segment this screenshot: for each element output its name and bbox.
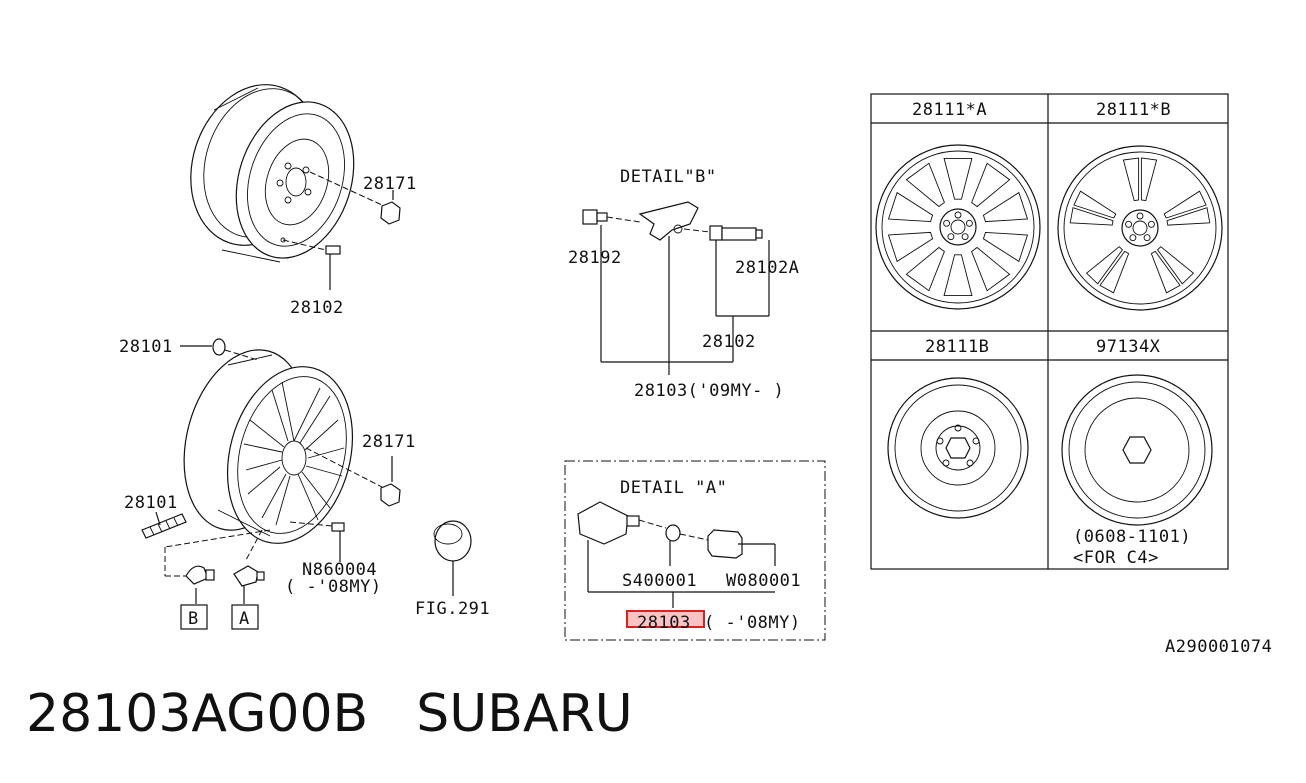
lug-hole xyxy=(1136,212,1144,220)
label-28101-left: 28101 xyxy=(124,493,178,513)
wheel-spoke-window xyxy=(905,246,945,292)
label-28102a: 28102A xyxy=(735,258,799,278)
detail-a-title: DETAIL "A" xyxy=(620,478,727,498)
table-header-97134x: 97134X xyxy=(1096,337,1161,357)
label-s400001: S400001 xyxy=(622,571,697,591)
label-28171-top: 28171 xyxy=(363,174,417,194)
callout-box-a xyxy=(231,604,259,630)
label-28103-detail-a-range: ( -'08MY) xyxy=(704,613,801,633)
o-ring-28101 xyxy=(180,338,259,361)
wheel-28111-b-icon xyxy=(1057,145,1223,311)
wheel-spoke-window xyxy=(887,191,934,223)
wheel-spoke-window xyxy=(1140,157,1158,202)
label-28103-detail-b: 28103('09MY- ) xyxy=(634,381,784,401)
table-header-28111b: 28111B xyxy=(925,337,989,357)
sensor-a-icon xyxy=(233,565,265,587)
wheel-spoke-window xyxy=(971,246,1011,292)
lug-hole xyxy=(943,219,951,227)
wheel-spoke-window xyxy=(1069,207,1114,226)
wheel-spoke-window xyxy=(1150,250,1181,294)
wheel-spoke-window xyxy=(1099,250,1130,294)
wheel-spoke-window xyxy=(971,162,1011,208)
detail-a-group xyxy=(564,460,826,641)
label-28102-top: 28102 xyxy=(290,298,344,318)
box-b-letter: B xyxy=(188,609,199,629)
highlight-28103 xyxy=(626,610,705,628)
wheel-spoke-window xyxy=(943,157,973,200)
lug-hole xyxy=(965,219,973,227)
wheel-spoke-window xyxy=(943,254,973,297)
detail-b-title: DETAIL"B" xyxy=(620,167,717,187)
label-28101-top: 28101 xyxy=(119,337,173,357)
wheel-spoke-window xyxy=(1122,157,1140,202)
lug-hole xyxy=(954,211,962,219)
valve-stem-top xyxy=(280,237,341,290)
wheel-spoke-window xyxy=(1073,190,1117,219)
detail-b-group xyxy=(582,201,770,375)
wheel-spoke-window xyxy=(887,231,934,263)
wheel-28111-a-icon xyxy=(875,144,1041,310)
label-n860004: N860004 xyxy=(302,560,377,580)
lug-hole xyxy=(1129,234,1137,242)
table-header-28111a: 28111*A xyxy=(912,100,987,120)
wheel-spoke-window xyxy=(1157,246,1195,285)
wheel-variant-table xyxy=(870,93,1229,570)
wheel-spoke-window xyxy=(1085,246,1123,285)
wheel-spoke-window xyxy=(905,162,945,208)
wheel-97134x-icon xyxy=(1061,374,1213,526)
part-number: 28103AG00B xyxy=(26,684,369,744)
wheel-spoke-window xyxy=(982,231,1029,263)
valve-stem-mid xyxy=(164,521,345,577)
lug-hole xyxy=(1125,220,1133,228)
steel-wheel-illustration xyxy=(190,84,355,263)
label-28103-detail-a: 28103 xyxy=(637,613,691,633)
reference-code: A290001074 xyxy=(1165,637,1272,657)
callout-box-b xyxy=(180,604,208,630)
label-28102-detail-b: 28102 xyxy=(702,332,756,352)
wheel-spoke-window xyxy=(1163,190,1207,219)
center-cap xyxy=(433,520,472,596)
lug-hole xyxy=(1143,234,1151,242)
lug-nut-mid xyxy=(305,447,401,507)
wheel-28111b-icon xyxy=(887,377,1029,519)
brand-name: SUBARU xyxy=(416,684,633,744)
wheel-spoke-window xyxy=(1166,207,1211,226)
lug-nut-top xyxy=(309,171,401,225)
sensor-b-icon xyxy=(185,565,215,585)
lug-hole xyxy=(1147,220,1155,228)
box-a-letter: A xyxy=(239,609,250,629)
detail-a-frame xyxy=(564,460,826,641)
wheel-spoke-window xyxy=(982,191,1029,223)
label-28192: 28192 xyxy=(568,248,622,268)
label-fig291: FIG.291 xyxy=(415,599,490,619)
part-footer: 28103AG00B SUBARU xyxy=(26,684,633,744)
alloy-wheel-illustration xyxy=(183,349,354,544)
table-note-97134x-for: <FOR C4> xyxy=(1073,548,1159,568)
lug-hole xyxy=(961,233,969,241)
lug-hole xyxy=(947,233,955,241)
table-note-97134x-range: (0608-1101) xyxy=(1073,527,1191,547)
balance-weight-strip xyxy=(141,511,187,539)
label-w080001: W080001 xyxy=(726,571,801,591)
label-28171-mid: 28171 xyxy=(362,432,416,452)
label-n860004-range: ( -'08MY) xyxy=(285,577,382,597)
table-header-28111b-star: 28111*B xyxy=(1096,100,1171,120)
